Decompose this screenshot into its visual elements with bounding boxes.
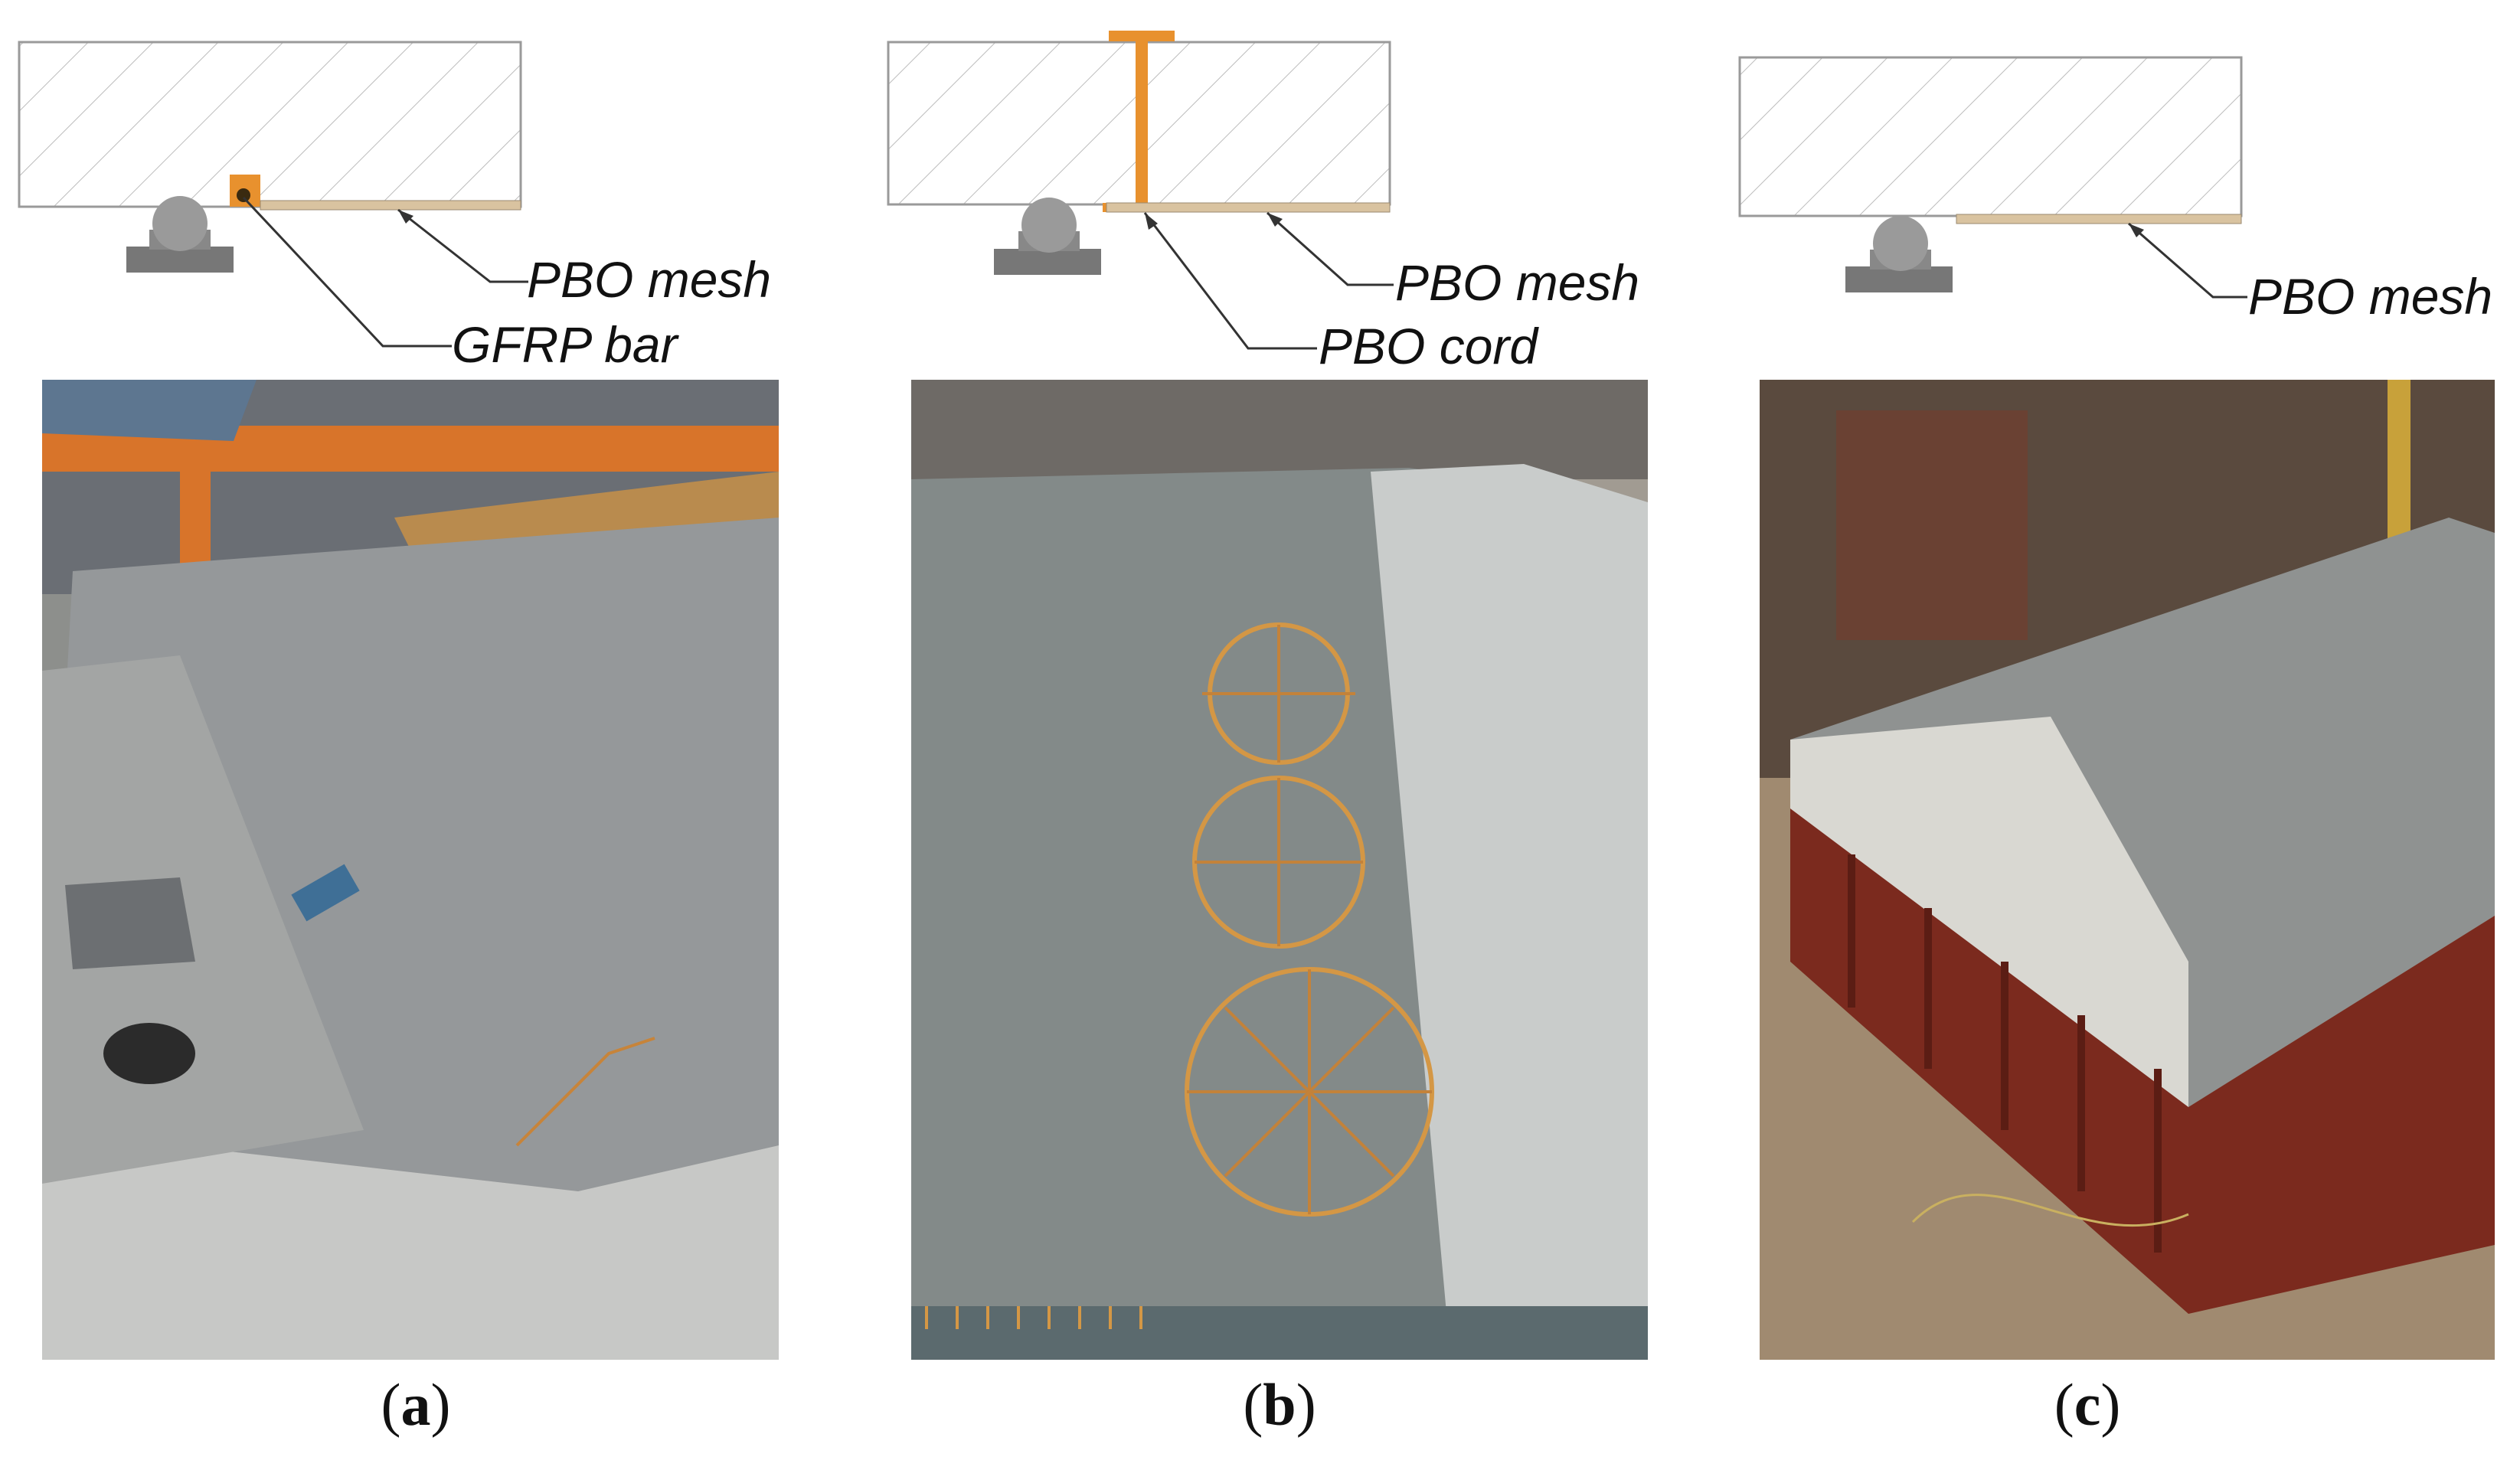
arrow-head-mesh-c bbox=[2129, 224, 2144, 237]
panel-c: PBO mesh (c) bbox=[1685, 0, 2520, 1470]
photo-b bbox=[911, 380, 1648, 1360]
label-pbo-mesh-b: PBO mesh bbox=[1395, 254, 1639, 311]
arrow-head-cord-b bbox=[1145, 213, 1158, 230]
leader-lines-c bbox=[2128, 222, 2247, 299]
label-pbo-mesh-a: PBO mesh bbox=[527, 251, 771, 308]
leader-lines-a bbox=[242, 196, 528, 348]
caption-c: (c) bbox=[2054, 1371, 2121, 1438]
gfrp-bar-a bbox=[230, 175, 260, 207]
pbo-mesh-strip-a bbox=[260, 200, 521, 211]
schematic-a: PBO mesh GFRP bar bbox=[18, 41, 771, 368]
schematic-b: PBO mesh PBO cord bbox=[887, 31, 1639, 368]
pbo-mesh-strip-b bbox=[1106, 202, 1391, 213]
label-pbo-cord-b: PBO cord bbox=[1319, 318, 1539, 368]
support-roller-c bbox=[1845, 216, 1953, 292]
photo-a bbox=[42, 380, 779, 1360]
arrow-head-mesh-b bbox=[1267, 213, 1283, 227]
caption-b: (b) bbox=[1243, 1371, 1316, 1438]
support-roller-a bbox=[126, 196, 234, 273]
pbo-mesh-strip-c bbox=[1956, 214, 2242, 224]
photo-c bbox=[1760, 380, 2495, 1360]
schematic-c: PBO mesh bbox=[1738, 56, 2492, 325]
panel-b: PBO mesh PBO cord bbox=[842, 0, 1685, 1470]
caption-a: (a) bbox=[381, 1371, 451, 1438]
slab-section-a bbox=[18, 41, 522, 208]
panel-a: PBO mesh GFRP bar (a) bbox=[0, 0, 842, 1470]
arrow-head-mesh-a bbox=[398, 210, 413, 224]
slab-section-c bbox=[1738, 56, 2243, 217]
leader-lines-b bbox=[1143, 211, 1394, 350]
label-pbo-mesh-c: PBO mesh bbox=[2248, 268, 2492, 325]
support-roller-b bbox=[994, 198, 1101, 275]
label-gfrp-bar-a: GFRP bar bbox=[452, 316, 680, 368]
